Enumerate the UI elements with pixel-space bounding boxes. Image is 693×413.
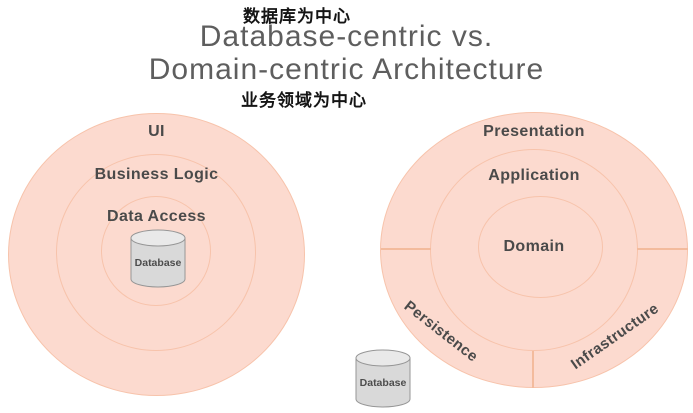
right-ring-divider-bottom — [532, 351, 534, 388]
left-ring-label-business-logic: Business Logic — [94, 166, 219, 183]
right-ring-divider-left — [381, 248, 431, 250]
right-inner-ring-domain — [478, 196, 603, 298]
left-middle-ring-business-logic — [56, 154, 256, 351]
left-database-cylinder-icon: Database — [130, 229, 186, 293]
right-ring-divider-right — [637, 248, 688, 250]
label-zh-database-centric: 数据库为中心 — [243, 7, 351, 26]
page-title-line2: Domain-centric Architecture — [148, 53, 545, 86]
right-database-label: Database — [360, 377, 407, 389]
right-ring-label-application: Application — [488, 167, 580, 184]
page-title: Database-centric vs. Domain-centric Arch… — [0, 20, 693, 86]
left-ring-label-data-access: Data Access — [107, 208, 206, 225]
label-zh-domain-centric: 业务领域为中心 — [241, 91, 367, 110]
right-ring-label-presentation: Presentation — [483, 123, 585, 140]
page-title-line1: Database-centric vs. — [199, 20, 494, 53]
left-ring-label-ui: UI — [148, 123, 165, 140]
right-database-cylinder-icon: Database — [355, 349, 411, 413]
right-ring-label-domain: Domain — [503, 238, 565, 255]
left-database-label: Database — [135, 257, 182, 269]
